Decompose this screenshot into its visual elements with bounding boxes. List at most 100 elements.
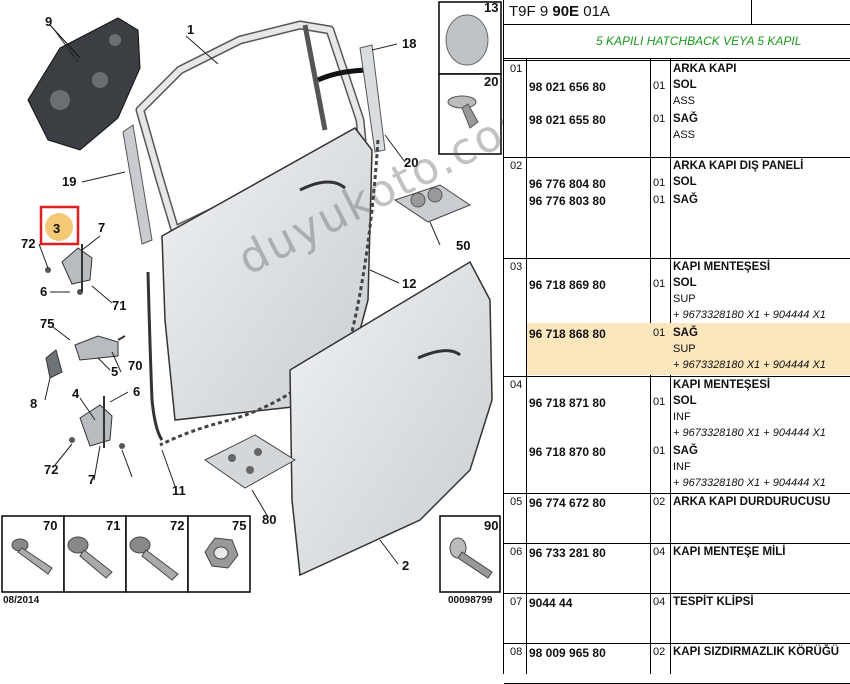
callout-1: 1 [187, 22, 194, 37]
callout-72: 72 [21, 236, 35, 251]
hinge-upper-assembly [45, 244, 93, 295]
group-number: 01 [510, 63, 523, 75]
diagram-drawing: 1234566778911121318192020507070717172727… [1, 0, 502, 606]
part-description: + 9673328180 X1 + 904444 X1 [673, 427, 826, 439]
callout-70: 70 [128, 358, 142, 373]
part-description: SOL [673, 277, 697, 289]
highlighted-row [527, 323, 850, 375]
callout-75: 75 [232, 518, 246, 533]
part-description: SOL [673, 176, 697, 188]
callout-6: 6 [40, 284, 47, 299]
part-quantity: 02 [653, 496, 666, 508]
part-number[interactable]: 98 021 655 80 [529, 113, 606, 127]
highlight-box [39, 205, 80, 246]
group-number: 06 [510, 546, 523, 558]
callout-72: 72 [170, 518, 184, 533]
callout-19: 19 [62, 174, 76, 189]
part-description: SAĞ [673, 194, 698, 206]
callout-9: 9 [45, 14, 52, 29]
part-quantity: 01 [653, 278, 666, 290]
reference-header: T9F 9 90E 01A [504, 0, 850, 25]
callout-20: 20 [484, 74, 498, 89]
table-title: 5 KAPILI HATCHBACK VEYA 5 KAPIL [596, 34, 802, 48]
reference-code: T9F 9 90E 01A [509, 3, 610, 20]
part-description: SAĞ [673, 113, 698, 125]
parts-group-07: 07 TESPİT KLİPSİ 9044 44 04 [504, 593, 850, 644]
group-number: 07 [510, 596, 523, 608]
part-quantity: 01 [653, 177, 666, 189]
callout-71: 71 [106, 518, 120, 533]
parts-group-03: 03 KAPI MENTEŞESİ SOL SUP + 9673328180 X1 + … [504, 258, 850, 377]
part-description: KAPI MENTEŞESİ [673, 261, 771, 273]
part-description: SOL [673, 79, 697, 91]
part-description: + 9673328180 X1 + 904444 X1 [673, 477, 826, 489]
callout-50: 50 [456, 238, 470, 253]
part-number[interactable]: 96 774 672 80 [529, 496, 606, 510]
callout-18: 18 [402, 36, 416, 51]
part-quantity: 01 [653, 80, 666, 92]
parts-table: T9F 9 90E 01A 5 KAPILI HATCHBACK VEYA 5 … [503, 0, 850, 684]
part-description: TESPİT KLİPSİ [673, 596, 754, 608]
part-number[interactable]: 96 776 804 80 [529, 177, 606, 191]
callout-75: 75 [40, 316, 54, 331]
part-quantity: 01 [653, 113, 666, 125]
thumbnail-72 [125, 515, 189, 593]
callout-72: 72 [44, 462, 58, 477]
part-number[interactable]: 96 718 868 80 [529, 327, 606, 341]
part-quantity: 01 [653, 396, 666, 408]
part-number[interactable]: 96 718 870 80 [529, 445, 606, 459]
callout-12: 12 [402, 276, 416, 291]
thumbnail-71 [63, 515, 127, 593]
part-number[interactable]: 9044 44 [529, 596, 573, 610]
check-strap-assembly [45, 335, 126, 379]
callout-labels: 1234566778911121318192020507070717172727… [3, 0, 498, 606]
part-number[interactable]: 96 718 869 80 [529, 278, 606, 292]
callout-5: 5 [111, 364, 118, 379]
thumbnail-row [1, 515, 501, 593]
part-quantity: 04 [653, 596, 666, 608]
part-number[interactable]: 98 009 965 80 [529, 646, 606, 660]
part-12-seal [159, 139, 380, 447]
part-50-kit [393, 184, 472, 223]
group-number: 03 [510, 261, 523, 273]
callout-13: 13 [484, 0, 498, 15]
group-number: 04 [510, 379, 523, 391]
callout-70: 70 [43, 518, 57, 533]
thumbnail-90 [439, 515, 501, 593]
callout-90: 90 [484, 518, 498, 533]
part-description: ARKA KAPI [673, 63, 737, 75]
part-number[interactable]: 98 021 656 80 [529, 80, 606, 94]
part-number[interactable]: 96 733 281 80 [529, 546, 606, 560]
callout-7: 7 [98, 220, 105, 235]
part-description: ASS [673, 95, 696, 107]
part-11-strip [146, 271, 164, 441]
group-number: 08 [510, 646, 523, 658]
part-description: SUP [673, 343, 696, 355]
thumbnail-20-pushpin [438, 73, 502, 155]
part-80-kit [204, 434, 296, 489]
callout-11: 11 [172, 483, 186, 498]
part-19-strip [122, 124, 153, 245]
part-description: INF [673, 411, 691, 423]
part-description: SAĞ [673, 445, 698, 457]
part-description: ASS [673, 129, 696, 141]
callout-80: 80 [262, 512, 276, 527]
part-number[interactable]: 96 718 871 80 [529, 396, 606, 410]
group-number: 02 [510, 160, 523, 172]
part-description: + 9673328180 X1 + 904444 X1 [673, 309, 826, 321]
date-code: 08/2014 [3, 595, 40, 606]
part-description: SOL [673, 395, 697, 407]
part-number[interactable]: 96 776 803 80 [529, 194, 606, 208]
part-quantity: 01 [653, 327, 666, 339]
callout-4: 4 [72, 386, 80, 401]
callout-2: 2 [402, 558, 409, 573]
thumbnail-70 [1, 515, 65, 593]
callout-20: 20 [404, 155, 418, 170]
group-number: 05 [510, 496, 523, 508]
